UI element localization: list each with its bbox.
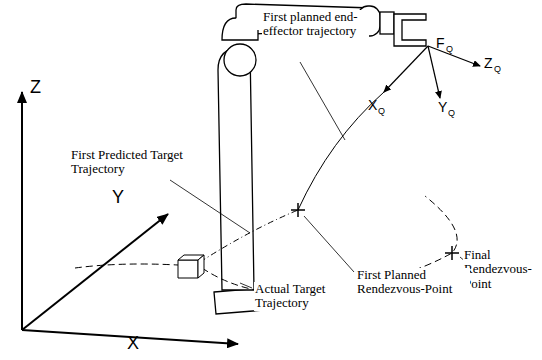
tool-frame bbox=[384, 46, 480, 98]
world-axes bbox=[22, 92, 238, 344]
frame-label: X bbox=[368, 98, 377, 113]
trajectory-label: Actual Target Trajectory bbox=[254, 282, 356, 311]
point-label: Final Rendezvous-Point bbox=[463, 248, 539, 291]
trajectories bbox=[75, 92, 457, 294]
frame-label: F bbox=[436, 36, 445, 51]
frame-subscript: Q bbox=[378, 107, 385, 117]
trajectory-label: First Predicted Target Trajectory bbox=[70, 148, 192, 177]
axis-label: X bbox=[127, 334, 139, 354]
point-label: First Planned Rendezvous-Point bbox=[356, 268, 470, 297]
frame-label: Z bbox=[484, 56, 493, 71]
frame-label: Y bbox=[438, 100, 447, 115]
rendezvous-marks bbox=[291, 203, 459, 260]
frame-subscript: Q bbox=[446, 45, 453, 55]
leader-lines bbox=[170, 62, 466, 288]
frame-subscript: Q bbox=[448, 109, 455, 119]
axis-label: Y bbox=[112, 188, 124, 208]
trajectory-label: First planned end-effector trajectory bbox=[262, 10, 369, 39]
axis-label: Z bbox=[30, 78, 41, 98]
target-object bbox=[178, 255, 204, 278]
frame-subscript: Q bbox=[494, 65, 501, 75]
